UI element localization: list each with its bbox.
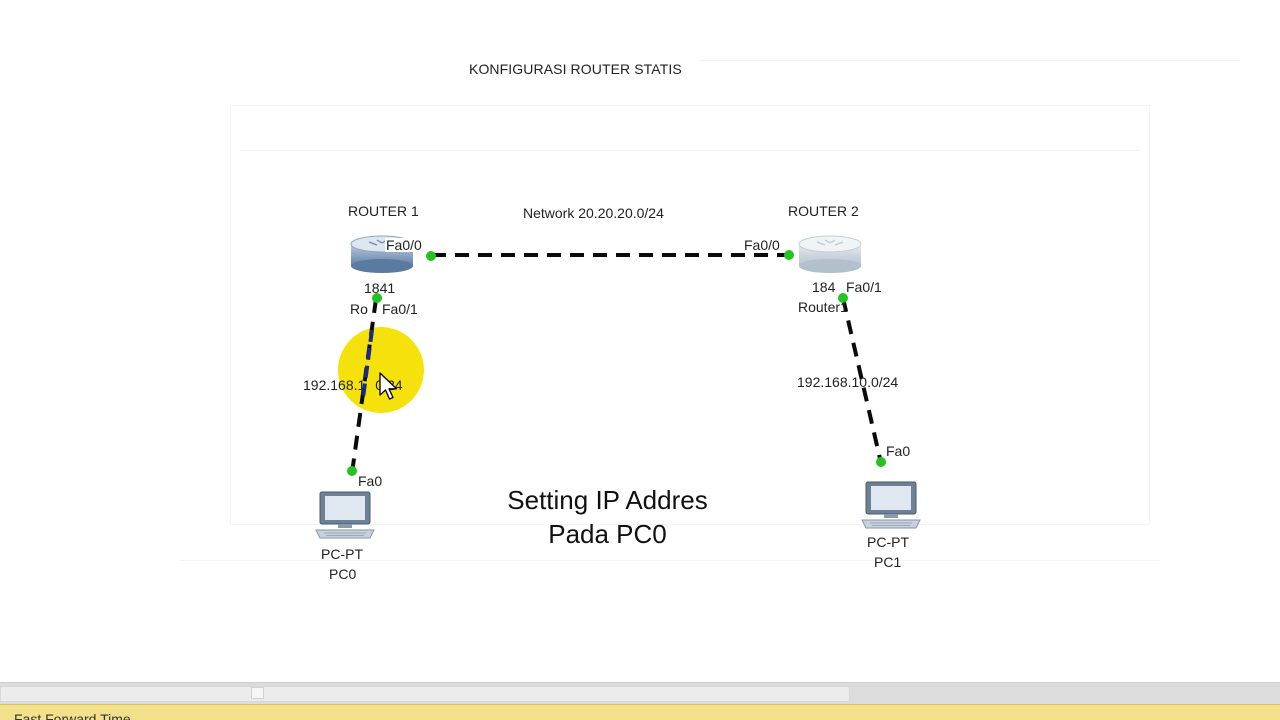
overlay-caption-line2: Pada PC0 [548, 519, 667, 549]
router2-port-fa00: Fa0/0 [744, 237, 780, 253]
router2-label: ROUTER 2 [788, 203, 859, 219]
router1-name: Ro [350, 301, 368, 317]
background-ghost-line [700, 60, 1240, 61]
link-router1-pc0[interactable] [350, 298, 378, 474]
port-dot-router1-fa00 [426, 251, 436, 261]
topology-canvas [338, 250, 886, 476]
pc1-name: PC1 [874, 554, 902, 570]
status-bar: Fast Forward Time [0, 704, 1280, 720]
router1-label: ROUTER 1 [348, 203, 419, 219]
topology-workspace[interactable]: KONFIGURASI ROUTER STATIS ROUTER 1 Fa0/0… [0, 0, 1280, 682]
router1-port-fa00: Fa0/0 [385, 237, 423, 253]
scrollbar-grip[interactable] [251, 687, 264, 699]
status-bar-text[interactable]: Fast Forward Time [14, 711, 131, 720]
port-dot-pc1-fa0 [876, 457, 886, 467]
pc1-port-fa0: Fa0 [886, 443, 911, 459]
router1-model: 1841 [364, 280, 396, 296]
router2-port-fa01: Fa0/1 [846, 279, 882, 295]
port-dot-pc0-fa0 [347, 466, 357, 476]
router2-icon[interactable] [797, 234, 863, 274]
scrollbar-thumb[interactable] [0, 686, 850, 702]
overlay-caption: Setting IP Addres Pada PC0 [480, 483, 735, 551]
pc1-type: PC-PT [867, 534, 909, 550]
router2-model: 184 [812, 279, 836, 295]
cursor-highlight [338, 327, 424, 413]
background-ghost-panel [230, 105, 1150, 525]
pc0-port-fa0: Fa0 [358, 473, 383, 489]
background-ghost-line [180, 560, 1160, 561]
pc1-icon[interactable] [858, 480, 924, 530]
overlay-caption-line1: Setting IP Addres [507, 485, 708, 515]
horizontal-scrollbar[interactable] [0, 682, 1280, 704]
router2-name: Router1 [798, 299, 848, 315]
port-dot-router1-fa01 [372, 293, 382, 303]
mouse-cursor-icon [379, 372, 398, 400]
background-ghost-line [240, 150, 1140, 151]
pc0-icon[interactable] [312, 490, 378, 540]
link-router2-pc1[interactable] [841, 297, 883, 464]
network-wan-label: Network 20.20.20.0/24 [523, 205, 664, 221]
pc0-name: PC0 [329, 566, 357, 582]
network-lan-right-label: 192.168.10.0/24 [797, 374, 899, 390]
network-lan-left-prefix: 192.168.1 [303, 377, 366, 393]
page-title: KONFIGURASI ROUTER STATIS [469, 61, 682, 77]
port-dot-router2-fa00 [784, 250, 794, 260]
pc0-type: PC-PT [321, 546, 363, 562]
port-dot-router2-fa01 [838, 293, 848, 303]
link-router1-pc0-highlight [361, 329, 374, 399]
router1-port-fa01: Fa0/1 [382, 301, 418, 317]
